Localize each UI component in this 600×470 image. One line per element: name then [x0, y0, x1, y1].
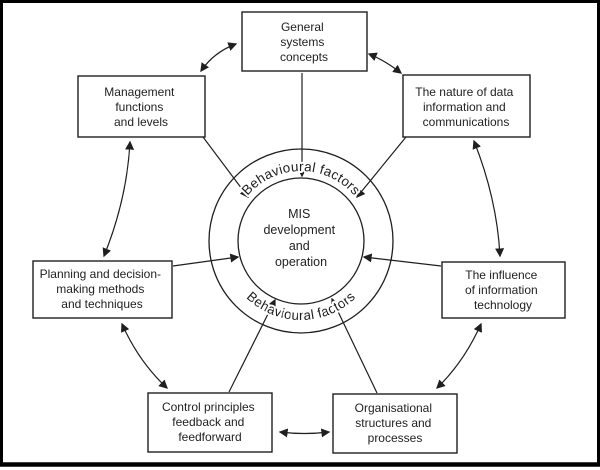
arrow-influence-to-center: [362, 253, 442, 267]
mis-core-circle: [237, 177, 365, 305]
arrow-planning-to-center: [172, 253, 240, 267]
box-influence-rect: [441, 261, 566, 319]
arrow-control-to-center: [228, 298, 276, 393]
box-nature-rect: [402, 74, 531, 138]
link-general-nature: [367, 52, 403, 74]
behavioural-factors-ring: [208, 148, 394, 334]
box-influence-label: The influence of information technology: [465, 268, 541, 312]
box-management-rect: [77, 75, 206, 138]
link-control-organisational: [278, 428, 331, 438]
arrow-nature-to-center: [356, 136, 407, 199]
box-nature-of-data: The nature of data information and commu…: [402, 74, 531, 138]
box-general-systems-rect: [241, 11, 368, 72]
arrow-organisational-to-center: [331, 297, 378, 394]
box-organisational-structures: Organisational structures and processes: [332, 393, 458, 454]
box-planning-rect: [32, 260, 173, 319]
box-management-label: Management functions and levels: [104, 85, 177, 129]
arrow-management-to-center: [202, 136, 249, 199]
link-management-general: [200, 42, 238, 73]
center-label: MIS development and operation: [263, 207, 338, 269]
box-general-systems-label: General systems concepts: [280, 20, 328, 64]
box-planning-decision-making: Planning and decision- making methods an…: [32, 260, 173, 319]
box-control-principles: Control principles feedback and feedforw…: [147, 392, 273, 453]
box-influence-of-it: The influence of information technology: [441, 261, 566, 319]
link-management-planning: [102, 140, 135, 258]
box-planning-label: Planning and decision- making methods an…: [40, 267, 165, 311]
link-planning-control: [121, 322, 168, 389]
link-nature-influence: [472, 139, 505, 258]
link-influence-organisational: [436, 322, 482, 389]
box-organisational-label: Organisational structures and processes: [355, 401, 436, 445]
box-organisational-rect: [332, 393, 458, 454]
box-nature-label: The nature of data information and commu…: [415, 85, 516, 129]
box-management-functions-levels: Management functions and levels: [77, 75, 206, 138]
box-control-rect: [147, 392, 273, 453]
box-control-label: Control principles feedback and feedforw…: [162, 400, 258, 444]
box-general-systems-concepts: General systems concepts: [241, 11, 368, 72]
